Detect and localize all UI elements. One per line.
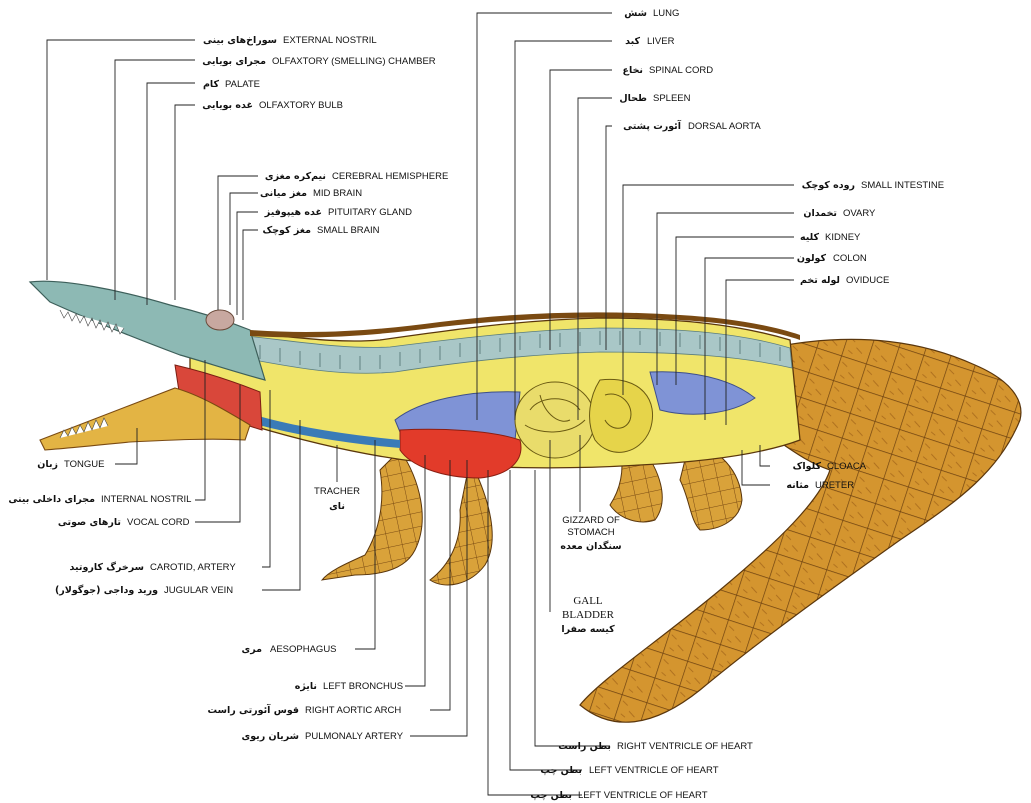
label-dorsal-aorta-en: DORSAL AORTA [688,121,761,132]
label-pulmonary-artery-en: PULMONALY ARTERY [305,731,404,742]
label-spinal-cord-fa: نخاع [623,65,643,76]
label-right-aortic-arch-en: RIGHT AORTIC ARCH [305,705,401,716]
label-trachea-fa: نای [329,501,345,512]
label-ureter-fa: مثانه [786,480,809,491]
gizzard-shape [515,382,595,458]
label-right-aortic-arch-fa: قوس آئورتی راست [208,703,299,716]
label-left-ventricle-1-fa: بطن چپ [540,765,582,776]
heart-shape [400,429,521,478]
label-small-brain-fa: مغز کوچک [262,225,311,236]
label-gall-fa: کیسه صفرا [561,624,615,635]
label-left-ventricle-2-fa: بطن چپ [530,790,572,801]
label-kidney-fa: کلیه [800,232,820,243]
label-olfactory-bulb-en: OLFAXTORY BULB [259,100,343,111]
label-gizzard-fa: سنگدان معده [560,540,621,552]
label-dorsal-aorta-fa: آئورت پشتی [623,119,682,132]
label-left-ventricle-2-en: LEFT VENTRICLE OF HEART [578,790,708,801]
label-colon-en: COLON [833,253,867,264]
label-jugular-fa: ورید وداجی (جوگولار) [55,584,158,596]
label-left-bronchus-en: LEFT BRONCHUS [323,681,403,692]
label-oviduct-en: OVIDUCE [846,275,889,286]
label-tongue-fa: زبان [37,459,58,470]
label-spleen-fa: طحال [619,93,647,104]
label-kidney-en: KIDNEY [825,232,861,243]
label-spinal-cord-en: SPINAL CORD [649,65,713,76]
label-lung-fa: شش [624,8,647,19]
label-tongue-en: TONGUE [64,459,104,470]
label-gall-en2: BLADDER [562,609,615,621]
label-jugular-en: JUGULAR VEIN [164,585,233,596]
label-mid-brain-fa: مغز میانی [260,188,307,199]
label-aesophagus-en: AESOPHAGUS [270,644,337,655]
label-cerebral-hemisphere-en: CEREBRAL HEMISPHERE [332,171,448,182]
label-ovary-fa: تخمدان [803,208,837,219]
label-pulmonary-artery-fa: شریان ریوی [241,731,299,742]
label-external-nostril-en: EXTERNAL NOSTRIL [283,35,377,46]
brain-shape [206,310,234,330]
label-olfactory-chamber-en: OLFAXTORY (SMELLING) CHAMBER [272,56,436,67]
label-right-ventricle-fa: بطن راست [558,741,611,752]
label-mid-brain-en: MID BRAIN [313,188,362,199]
label-palate-en: PALATE [225,79,260,90]
label-cerebral-hemisphere-fa: نیم‌کره مغزی [265,171,326,182]
label-carotid-fa: سرخرگ کاروتید [70,561,144,573]
label-cloaca-en: CLOACA [827,461,867,472]
label-small-intestine-fa: روده کوچک [802,180,855,191]
label-left-ventricle-1-en: LEFT VENTRICLE OF HEART [589,765,719,776]
label-trachea-en: TRACHER [314,486,360,497]
label-internal-nostril-fa: مجرای داخلی بینی [8,494,95,505]
label-pituitary-en: PITUITARY GLAND [328,207,412,218]
label-colon-fa: کولون [797,253,827,264]
label-right-ventricle-en: RIGHT VENTRICLE OF HEART [617,741,753,752]
label-external-nostril-fa: سوراخ‌های بینی [203,35,277,46]
label-cloaca-fa: کلواک [793,461,822,472]
label-carotid-en: CAROTID, ARTERY [150,562,236,573]
label-aesophagus-fa: مری [242,644,263,655]
label-vocal-cord-fa: تارهای صوتی [58,517,121,528]
label-gall-en1: GALL [573,595,603,607]
label-olfactory-chamber-fa: مجرای بویایی [202,56,266,67]
label-ureter-en: URETER [815,480,854,491]
label-left-bronchus-fa: نایژه [295,681,317,692]
label-liver-en: LIVER [647,36,675,47]
label-gizzard-en1: GIZZARD OF [562,515,620,526]
label-small-brain-en: SMALL BRAIN [317,225,380,236]
front-leg-far [430,460,492,585]
label-internal-nostril-en: INTERNAL NOSTRIL [101,494,191,505]
label-ovary-en: OVARY [843,208,876,219]
label-vocal-cord-en: VOCAL CORD [127,517,190,528]
label-lung-en: LUNG [653,8,679,19]
label-oviduct-fa: لوله تخم [800,275,840,286]
label-pituitary-fa: غده هیپوفیز [264,207,322,218]
label-palate-fa: کام [203,79,220,90]
label-gizzard-en2: STOMACH [567,527,614,538]
label-small-intestine-en: SMALL INTESTINE [861,180,944,191]
label-spleen-en: SPLEEN [653,93,691,104]
label-liver-fa: کبد [625,36,640,47]
label-olfactory-bulb-fa: غده بویایی [202,100,253,111]
